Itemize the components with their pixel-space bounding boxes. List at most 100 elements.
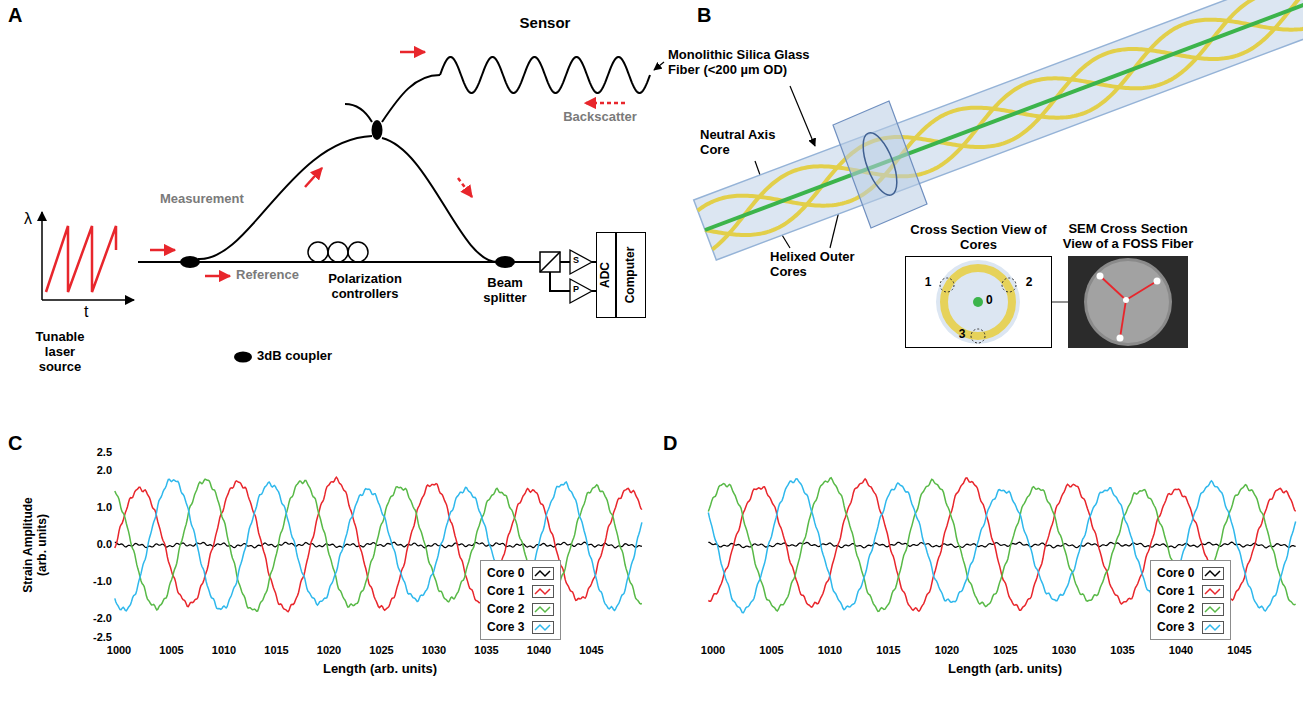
axis-tick: 1000 — [107, 644, 131, 657]
axis-tick: 1045 — [1227, 644, 1251, 657]
helixed-outer-core — [698, 0, 1303, 249]
legend-sample — [532, 621, 554, 634]
detector-amplifier — [570, 279, 592, 303]
axis-tick: 1005 — [759, 644, 783, 657]
core-cross-section — [1002, 278, 1016, 292]
panel-letter: B — [697, 4, 711, 27]
core-cross-section — [936, 260, 1020, 344]
part-label: Neutral Axis Core — [700, 128, 790, 158]
legend-box: Core 0Core 1Core 2Core 3 — [480, 560, 561, 640]
laser-sweep-graph — [42, 212, 134, 300]
sem-micrograph — [1117, 335, 1124, 342]
neutral-axis-core — [705, 0, 1303, 230]
axis-tick: 1030 — [1052, 644, 1076, 657]
core-cross-section — [936, 260, 1020, 344]
optical-fiber — [190, 261, 505, 263]
coupler-3db — [180, 256, 200, 268]
signal-label: Measurement — [160, 192, 244, 207]
optical-fiber — [560, 261, 570, 263]
legend-entry: Core 2 — [1157, 600, 1224, 618]
adc-box: ADC — [596, 232, 616, 318]
panel-letter: D — [663, 432, 677, 455]
axis-tick: 2.0 — [97, 464, 112, 477]
strain-curve — [115, 477, 1296, 612]
strain-curve — [115, 542, 642, 548]
legend-entry: Core 2 — [487, 600, 554, 618]
axis-tick: 1030 — [422, 644, 446, 657]
strain-curve — [115, 477, 642, 612]
section-plane — [833, 101, 927, 228]
box-heading: Cross Section View of Cores — [904, 223, 1054, 253]
legend-sample-frame — [1203, 621, 1224, 633]
axis-title: Length (arb. units) — [948, 662, 1062, 677]
axis-tick: 1010 — [818, 644, 842, 657]
sem-micrograph — [1154, 278, 1161, 285]
coupler-3db — [495, 256, 515, 268]
legend-line — [1205, 625, 1220, 630]
axis-tick: 1045 — [579, 644, 603, 657]
sem-micrograph — [1068, 256, 1188, 348]
beam-splitter-cube — [540, 252, 560, 272]
polarization-controller — [348, 242, 368, 262]
legend-sample — [1202, 603, 1224, 616]
strain-curve — [115, 479, 642, 611]
core-number: 2 — [1026, 276, 1033, 290]
axis-tick: 1010 — [212, 644, 236, 657]
light-direction-arrow — [458, 178, 472, 197]
legend-sample-frame — [1203, 603, 1224, 615]
coupler-3db — [180, 120, 515, 363]
legend-sample — [1202, 621, 1224, 634]
legend-entry: Core 3 — [1157, 618, 1224, 636]
panel-letter: C — [8, 432, 22, 455]
strain-curve — [708, 542, 1295, 548]
light-direction-arrow — [585, 102, 625, 105]
neutral-axis-core — [705, 0, 1303, 230]
axis-title: Strain Amplitude (arb. units) — [22, 493, 50, 597]
legend-text: Core 0 — [1157, 566, 1194, 580]
coupler-3db — [372, 120, 383, 140]
legend-sample — [532, 603, 554, 616]
optical-fiber — [382, 138, 497, 262]
sem-micrograph — [1087, 261, 1169, 343]
legend-sample-frame — [1203, 567, 1224, 579]
axis-tick: -1.0 — [93, 575, 112, 588]
helixed-outer-core — [698, 0, 1303, 211]
laser-sweep-graph — [46, 226, 116, 292]
legend-sample-frame — [1203, 585, 1224, 597]
legend-entry: Core 0 — [487, 564, 554, 582]
sem-micrograph — [1097, 273, 1161, 342]
legend-line — [1205, 607, 1220, 612]
legend-sample-frame — [533, 603, 554, 615]
core-cross-section — [971, 329, 985, 343]
axis-tick: 1015 — [876, 644, 900, 657]
legend-box: Core 0 Core 1Core 2Core 3 — [1150, 560, 1231, 640]
leader-line — [654, 62, 664, 70]
core-number: 3 — [959, 328, 966, 342]
legend-line — [1205, 589, 1220, 594]
legend-entry: Core 1 — [1157, 582, 1224, 600]
optical-fiber — [550, 272, 570, 291]
legend-line — [1205, 571, 1220, 576]
sem-micrograph — [1120, 300, 1126, 338]
strain-curve — [708, 478, 1295, 611]
legend-line — [535, 607, 550, 612]
strain-curve — [708, 478, 1295, 611]
axis-tick: -2.5 — [93, 631, 112, 644]
legend-line — [535, 571, 550, 576]
legend-entry: Core 1 — [487, 582, 554, 600]
legend-line — [535, 625, 550, 630]
part-label: Tunable laser source — [25, 330, 95, 375]
detector-amplifier — [570, 250, 592, 303]
legend-text: Core 0 — [487, 566, 524, 580]
sem-micrograph — [1123, 297, 1129, 303]
light-direction-arrow — [150, 52, 625, 276]
axis-title: Length (arb. units) — [323, 662, 437, 677]
polarization-controller — [308, 242, 328, 262]
part-label: Polarization controllers — [315, 272, 415, 302]
computer-box: Computer — [616, 232, 646, 318]
axis-tick: 1040 — [527, 644, 551, 657]
optical-fiber — [345, 104, 372, 122]
core-cross-section — [940, 278, 954, 292]
